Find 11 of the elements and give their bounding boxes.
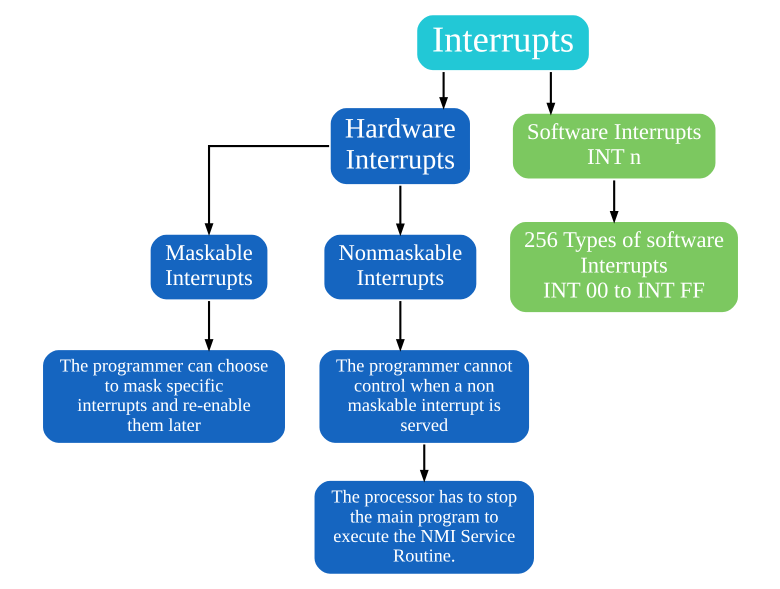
arrow [204,145,329,236]
arrow [438,72,448,110]
arrow [419,444,428,483]
arrow [609,180,618,224]
arrow [546,72,555,116]
arrow [395,186,404,236]
node-box: Software Interrupts INT n [510,110,718,182]
node-box: The programmer cannot control when a non maskable interrupt is served [316,347,532,446]
node-box: Nonmaskable Interrupts [321,232,479,302]
arrow [395,301,404,352]
arrow [204,301,213,352]
